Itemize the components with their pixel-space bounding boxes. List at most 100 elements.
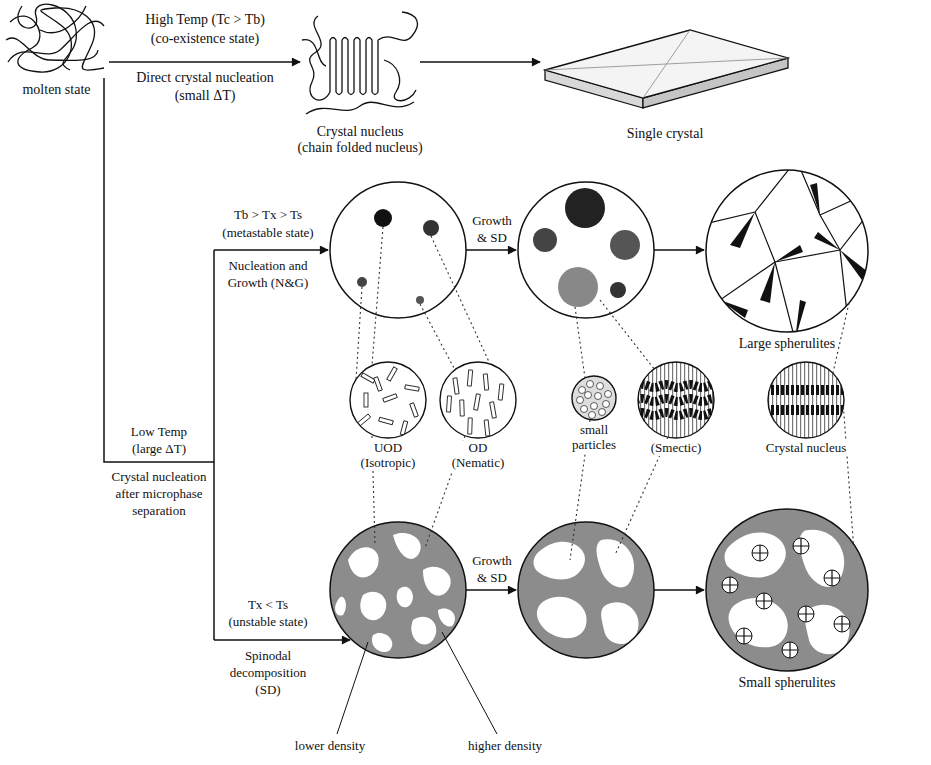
zoom-leader-lines bbox=[420, 304, 455, 370]
growth-circle bbox=[518, 182, 654, 318]
smectic-zoom bbox=[636, 385, 720, 388]
connector-arrow bbox=[420, 61, 540, 63]
zoom-leader-lines bbox=[431, 236, 490, 364]
annotation-label: (unstable state) bbox=[188, 614, 348, 630]
smectic-zoom bbox=[636, 362, 720, 438]
node-caption: OD (Nematic) bbox=[445, 441, 511, 471]
uod-zoom bbox=[350, 362, 426, 438]
annotation-label: Direct crystal nucleation bbox=[125, 70, 285, 87]
large-spherulites-grains bbox=[810, 183, 820, 215]
small-spherulites-pattern bbox=[782, 642, 798, 658]
uod-zoom bbox=[350, 362, 426, 438]
annotation-label: higher density bbox=[425, 738, 585, 754]
small-spherulites-pattern bbox=[798, 606, 814, 622]
spinodal-circle-fine bbox=[330, 522, 466, 658]
single-crystal-slab bbox=[545, 30, 788, 108]
single-crystal-slab bbox=[545, 30, 788, 98]
spinodal-circle-coarse bbox=[534, 539, 639, 644]
zoom-circle: small particles bbox=[572, 376, 616, 420]
node-caption: molten state bbox=[20, 82, 92, 98]
uod-zoom bbox=[405, 385, 419, 391]
branch-lines bbox=[466, 589, 516, 591]
caption-group: molten state bbox=[7, 82, 107, 98]
od-zoom bbox=[498, 384, 504, 400]
annotation-label: decomposition bbox=[188, 665, 348, 681]
node-caption: Crystal nucleus bbox=[764, 441, 849, 456]
molten-coil bbox=[10, 8, 104, 72]
smectic-zoom bbox=[636, 413, 720, 416]
annotation-label: Growth (N&G) bbox=[188, 275, 348, 291]
small-spherulites-pattern bbox=[725, 530, 850, 655]
uod-zoom bbox=[357, 367, 419, 435]
large-spherulites-grains bbox=[712, 212, 775, 340]
annotation-label: Growth bbox=[412, 553, 572, 569]
density-leader-lines bbox=[442, 632, 497, 734]
annotation-label: separation bbox=[79, 503, 239, 519]
caption-group: Crystal nucleus bbox=[751, 441, 861, 456]
smectic-zoom bbox=[636, 399, 720, 402]
uod-zoom bbox=[383, 394, 398, 403]
spinodal-circle-coarse bbox=[518, 522, 654, 658]
chain-folded-nucleus bbox=[378, 12, 417, 40]
nucleation-circle bbox=[374, 209, 392, 227]
molten-coil bbox=[40, 6, 86, 33]
small-spherulites-pattern bbox=[824, 570, 840, 586]
nucleation-circle bbox=[330, 182, 466, 318]
particles-zoom bbox=[577, 397, 584, 404]
particles-zoom bbox=[572, 376, 616, 420]
nucleation-circle bbox=[416, 296, 424, 304]
branch-lines bbox=[466, 249, 516, 251]
molten-coil bbox=[6, 38, 98, 61]
annotation-label: & SD bbox=[412, 570, 572, 586]
nucleus-zoom bbox=[766, 405, 846, 415]
caption-group: Crystal nucleus(chain folded nucleus) bbox=[270, 124, 450, 156]
od-zoom bbox=[440, 362, 516, 438]
node-caption: Single crystal bbox=[625, 126, 706, 142]
annotation-label: (small ΔT) bbox=[125, 88, 285, 105]
small-spherulites-pattern bbox=[706, 509, 868, 671]
annotation-label: Nucleation and bbox=[188, 258, 348, 274]
spinodal-circle-fine bbox=[335, 533, 455, 652]
uod-zoom bbox=[387, 367, 397, 381]
annotation-label: (SD) bbox=[188, 682, 348, 698]
zoom-circle: Crystal nucleus bbox=[768, 362, 844, 438]
annotation-label: Low Temp bbox=[79, 424, 239, 440]
particles-zoom bbox=[572, 376, 616, 420]
particles-zoom bbox=[605, 391, 612, 398]
od-zoom bbox=[446, 396, 451, 412]
od-zoom bbox=[440, 362, 516, 438]
small-spherulites-pattern bbox=[722, 530, 850, 658]
od-zoom bbox=[468, 418, 473, 434]
growth-circle bbox=[558, 267, 598, 307]
connector-arrow bbox=[109, 61, 300, 63]
zoom-leader-lines bbox=[356, 227, 668, 560]
particles-zoom bbox=[589, 412, 596, 419]
chain-folded-nucleus bbox=[306, 102, 414, 114]
large-spherulites-grains bbox=[700, 168, 875, 340]
growth-circle bbox=[610, 282, 626, 298]
caption-group: small particles bbox=[564, 423, 624, 453]
caption-group: OD (Nematic) bbox=[445, 441, 511, 471]
large-spherulites-grains bbox=[760, 262, 775, 303]
od-zoom bbox=[440, 362, 516, 438]
spinodal-circle-fine bbox=[335, 533, 455, 652]
nucleation-circle bbox=[423, 220, 439, 236]
particles-zoom bbox=[595, 393, 602, 400]
large-spherulites-grains bbox=[720, 183, 868, 340]
uod-zoom bbox=[364, 393, 368, 407]
nucleation-circle bbox=[330, 182, 466, 318]
caption-group: (Smectic) bbox=[638, 441, 714, 456]
node-caption: (Smectic) bbox=[649, 441, 704, 456]
nucleus-zoom bbox=[768, 362, 844, 438]
od-zoom bbox=[446, 370, 503, 436]
od-zoom bbox=[453, 378, 459, 394]
small-spherulites-pattern bbox=[756, 593, 772, 609]
large-spherulites-grains bbox=[814, 232, 840, 250]
annotation-label: (large ΔT) bbox=[79, 441, 239, 457]
spinodal-circle-coarse bbox=[518, 522, 654, 658]
uod-zoom bbox=[361, 373, 375, 383]
smectic-zoom bbox=[638, 362, 714, 438]
zoom-circle: (Smectic) bbox=[638, 362, 714, 438]
annotation-label: Crystal nucleation bbox=[79, 469, 239, 485]
